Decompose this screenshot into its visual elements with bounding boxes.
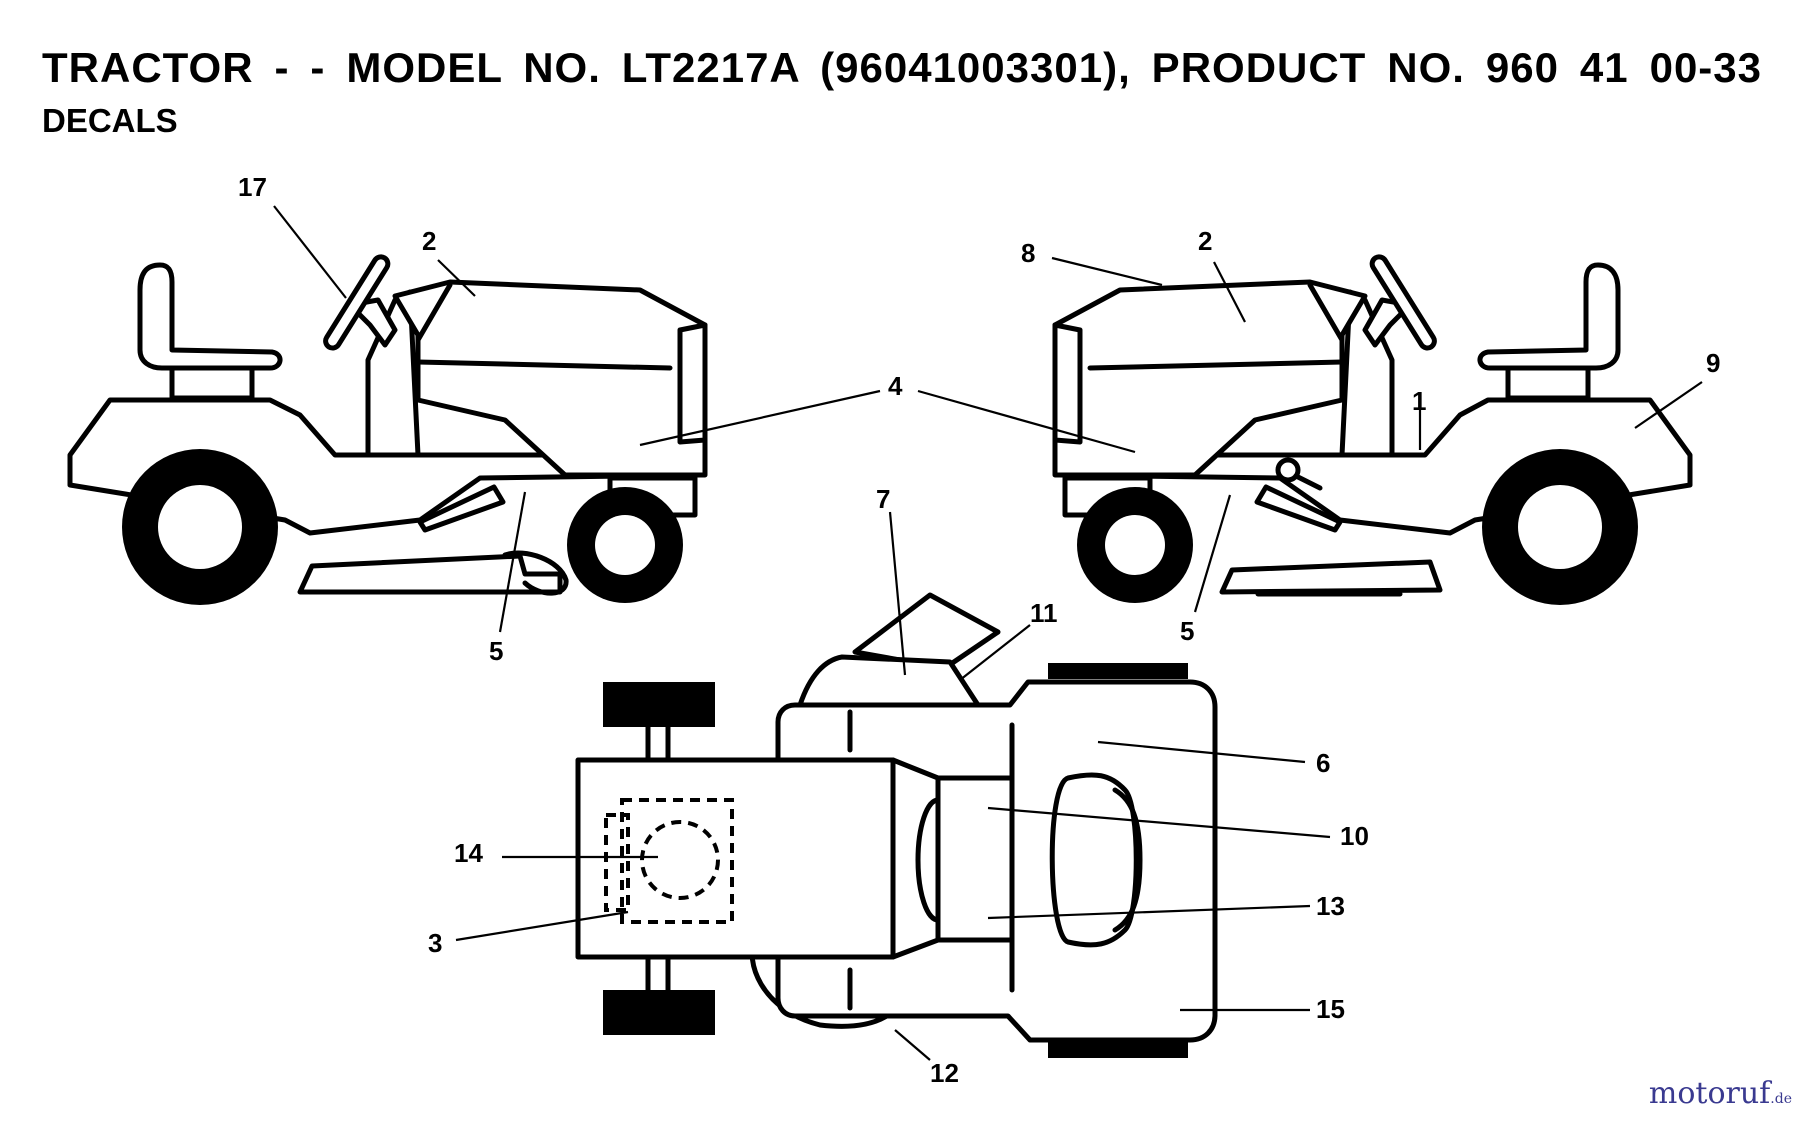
top-callout-14: 14	[454, 838, 483, 868]
right-leader-2	[1213, 261, 1246, 323]
top-seat-edge	[1112, 787, 1143, 933]
left-callout-2: 2	[422, 226, 436, 256]
top-foot-area	[935, 775, 1015, 943]
top-front-left-wheel	[603, 682, 715, 727]
top-chute-base	[797, 654, 981, 708]
right-rear-rim	[1518, 485, 1602, 569]
left-leader-17	[273, 205, 347, 299]
right-seat	[1477, 262, 1621, 371]
left-seat	[137, 262, 283, 371]
right-key-lever	[1293, 473, 1323, 491]
top-seat-back	[1049, 772, 1139, 948]
right-callout-8: 8	[1021, 238, 1035, 268]
tractor-left-side-view: 17 2 4 5	[67, 172, 903, 666]
top-leader-7	[888, 511, 907, 676]
right-leader-8	[1051, 256, 1163, 287]
left-callout-17: 17	[238, 172, 267, 202]
left-leader-5	[498, 491, 527, 633]
top-callout-7: 7	[876, 484, 890, 514]
top-callout-15: 15	[1316, 994, 1345, 1024]
left-callout-4: 4	[888, 371, 903, 401]
left-callout-5: 5	[489, 636, 503, 666]
left-footrest	[417, 484, 506, 533]
watermark-text: motoruf	[1648, 1076, 1771, 1111]
top-callout-3: 3	[428, 928, 442, 958]
top-callout-12: 12	[930, 1058, 959, 1088]
left-leader-4	[639, 389, 881, 447]
tractor-right-side-view: 8 2 1 9 5	[917, 226, 1720, 646]
right-front-rim	[1105, 515, 1165, 575]
top-rear-right-wheel	[1048, 1042, 1188, 1058]
right-hood-grill	[1052, 322, 1083, 445]
top-leader-11	[959, 624, 1031, 681]
left-leader-2	[437, 259, 476, 297]
page-title: TRACTOR - - MODEL NO. LT2217A (960410033…	[42, 44, 1762, 91]
right-callout-2: 2	[1198, 226, 1212, 256]
left-mower-deck	[297, 553, 563, 595]
top-callout-13: 13	[1316, 891, 1345, 921]
left-rear-rim	[158, 485, 242, 569]
right-hood-line	[1087, 359, 1345, 371]
top-callout-11: 11	[1030, 598, 1058, 628]
left-hood-edge	[415, 282, 453, 343]
top-dashed-circle	[640, 820, 720, 900]
top-rear-left-wheel	[1048, 663, 1188, 679]
right-mower-deck	[1219, 559, 1443, 595]
top-leader-12	[894, 1029, 931, 1061]
right-leader-9	[1634, 381, 1703, 429]
tractor-top-view: 7 11 6 10 14 13 3 15 12	[428, 484, 1369, 1088]
top-front-right-wheel	[603, 990, 715, 1035]
top-hood	[575, 757, 896, 960]
right-hood	[1052, 279, 1368, 478]
watermark-suffix: .de	[1770, 1091, 1792, 1107]
top-dashed-label-area	[620, 798, 734, 924]
right-leader-4	[917, 389, 1136, 454]
right-callout-9: 9	[1706, 348, 1720, 378]
right-leader-5	[1193, 494, 1232, 613]
left-steering-wheel	[323, 254, 391, 351]
right-seat-post	[1505, 365, 1591, 401]
left-front-rim	[595, 515, 655, 575]
right-callout-5: 5	[1180, 616, 1194, 646]
left-seat-post	[169, 365, 255, 401]
top-leader-6	[1097, 740, 1306, 764]
top-leader-13	[987, 904, 1311, 920]
right-footrest	[1254, 484, 1343, 533]
watermark-logo[interactable]: motoruf.de	[1649, 1076, 1792, 1111]
top-callout-6: 6	[1316, 748, 1330, 778]
top-dashed-tab	[604, 813, 630, 912]
top-leader-3	[455, 910, 629, 942]
right-callout-1: 1	[1412, 386, 1426, 416]
right-steering-wheel	[1369, 254, 1437, 351]
left-hood	[392, 279, 708, 478]
top-callout-10: 10	[1340, 821, 1369, 851]
left-hood-grill	[677, 322, 708, 445]
page-subtitle: DECALS	[42, 102, 178, 139]
top-leader-10	[987, 806, 1331, 839]
right-hood-edge	[1307, 282, 1345, 343]
left-hood-line	[415, 359, 673, 371]
left-deck-chute	[502, 550, 569, 596]
right-key-switch	[1275, 457, 1301, 483]
